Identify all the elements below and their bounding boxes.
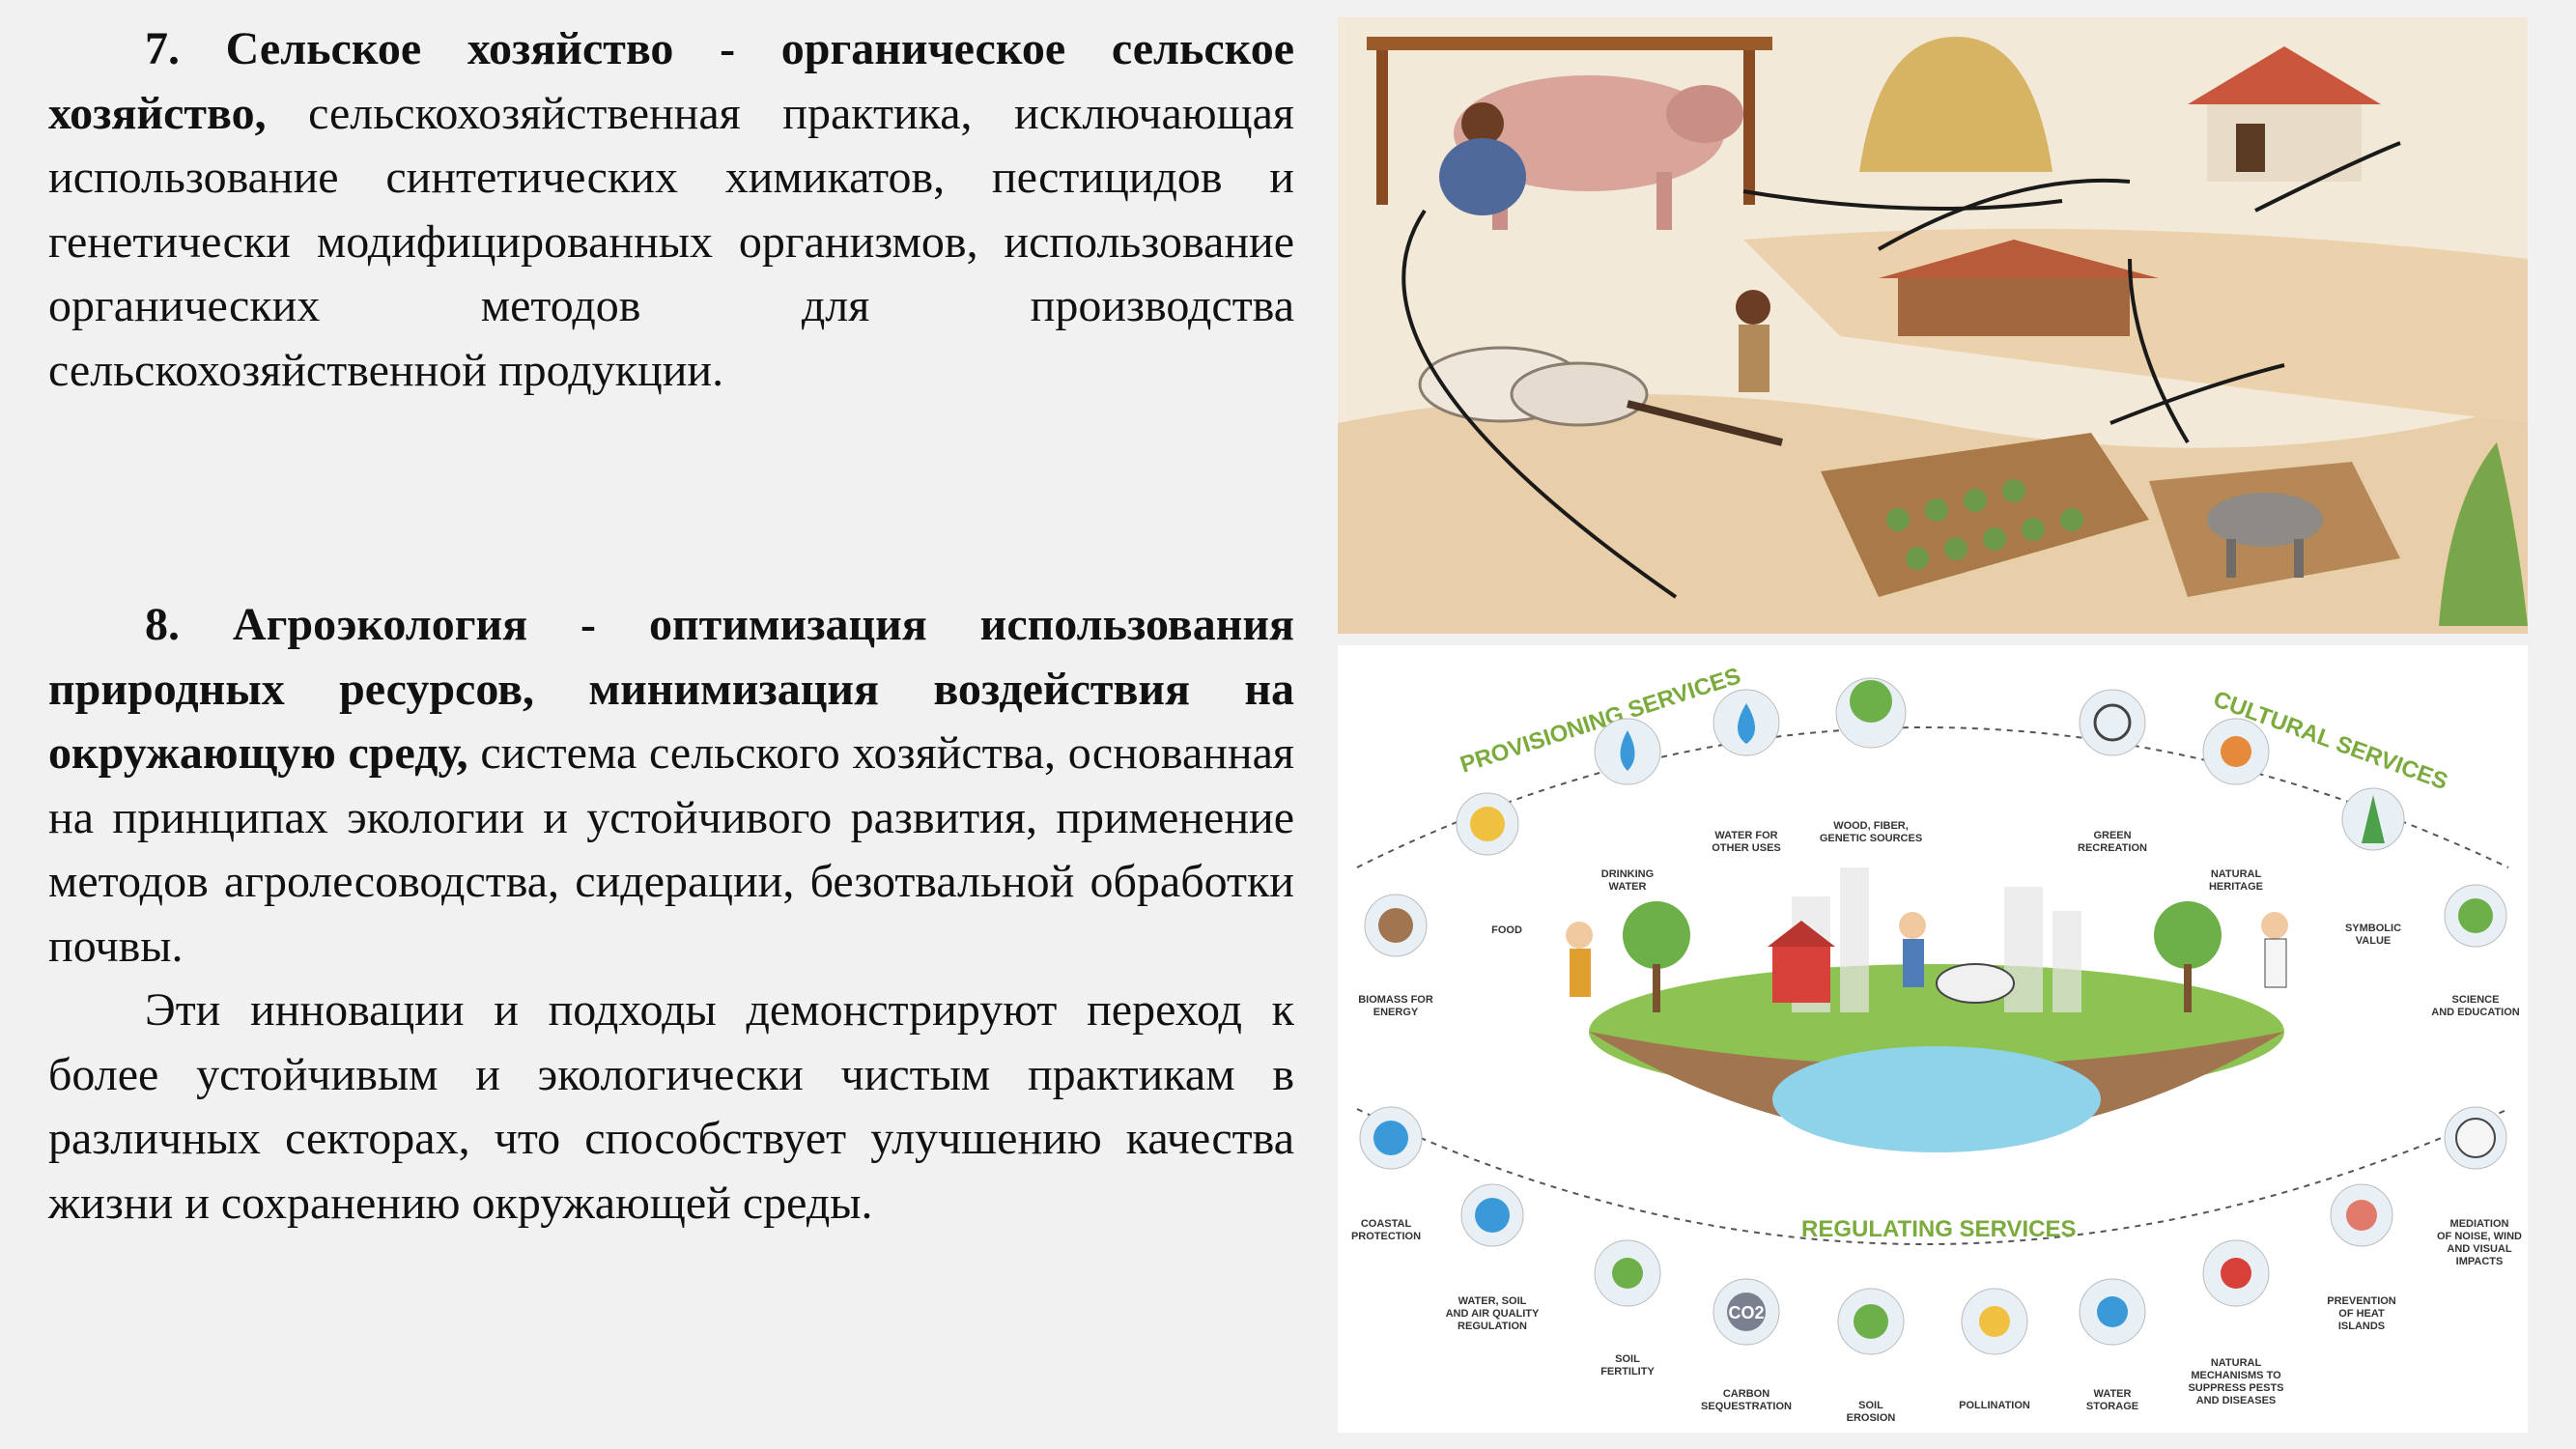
coastal-label-1: COASTAL [1361, 1218, 1412, 1230]
section-8-body: система сельского хозяйства, основанная … [48, 727, 1295, 972]
noise-label-4: IMPACTS [2456, 1256, 2504, 1267]
noise-label-3: AND VISUAL [2447, 1243, 2512, 1255]
natural-heritage-label-2: HERITAGE [2209, 881, 2263, 893]
science-label-2: AND EDUCATION [2431, 1007, 2520, 1018]
wsa-label-1: WATER, SOIL [1458, 1295, 1527, 1307]
natural-heritage-label-1: NATURAL [2211, 868, 2262, 880]
soil-erosion-label-2: EROSION [1847, 1412, 1896, 1424]
soil-fertility-label-2: FERTILITY [1600, 1366, 1655, 1378]
wsa-label-2: AND AIR QUALITY [1446, 1308, 1540, 1320]
coastal-label-2: PROTECTION [1351, 1231, 1421, 1242]
green-recreation-label-1: GREEN [2093, 830, 2131, 841]
green-recreation-label-2: RECREATION [2078, 842, 2147, 854]
section-7-heading: 7. Сельское хозяйство - органическое сел… [48, 23, 1294, 139]
pests-label-4: AND DISEASES [2196, 1395, 2277, 1406]
pests-label-3: SUPPRESS PESTS [2188, 1382, 2283, 1394]
section-8-paragraph: 8. Агроэкология - оптимизация использова… [48, 593, 1294, 979]
section-7-paragraph: 7. Сельское хозяйство - органическое сел… [48, 17, 1294, 403]
water-storage-label-1: WATER [2094, 1388, 2132, 1400]
heat-label-2: OF HEAT [2338, 1308, 2385, 1320]
symbolic-value-label-2: VALUE [2356, 935, 2391, 947]
water-other-label-2: OTHER USES [1712, 842, 1781, 854]
biomass-label-2: ENERGY [1373, 1007, 1419, 1018]
pests-label-2: MECHANISMS TO [2191, 1370, 2281, 1381]
water-storage-label-2: STORAGE [2086, 1401, 2138, 1412]
carbon-label-2: SEQUESTRATION [1701, 1401, 1792, 1412]
biomass-label-1: BIOMASS FOR [1358, 994, 1433, 1006]
regulating-services-label: REGULATING SERVICES [1801, 1216, 2076, 1242]
co2-icon: CO2 [1728, 1303, 1764, 1322]
section-7-body: сельскохозяйственная практика, исключающ… [48, 87, 1294, 396]
pests-label-1: NATURAL [2211, 1357, 2262, 1369]
conclusion-paragraph: Эти инновации и подходы демонстрируют пе… [48, 984, 1294, 1229]
text-column: 7. Сельское хозяйство - органическое сел… [48, 17, 1294, 1236]
food-label: FOOD [1491, 924, 1522, 936]
symbolic-value-label-1: SYMBOLIC [2345, 923, 2401, 934]
ecosystem-services-infographic: PROVISIONING SERVICES CULTURAL SERVICES … [1338, 645, 2528, 1433]
heat-label-1: PREVENTION [2327, 1295, 2396, 1307]
noise-label-1: MEDIATION [2450, 1218, 2509, 1230]
science-label-1: SCIENCE [2452, 994, 2500, 1006]
carbon-label-1: CARBON [1723, 1388, 1769, 1400]
organic-farming-illustration [1338, 17, 2528, 634]
wsa-label-3: REGULATION [1458, 1321, 1527, 1332]
drinking-water-label-1: DRINKING [1601, 868, 1654, 880]
soil-erosion-label-1: SOIL [1858, 1400, 1883, 1411]
noise-label-2: OF NOISE, WIND [2437, 1231, 2522, 1242]
water-other-label-1: WATER FOR [1714, 830, 1777, 841]
pollination-label: POLLINATION [1959, 1400, 2030, 1411]
wood-label-2: GENETIC SOURCES [1820, 833, 1922, 844]
drinking-water-label-2: WATER [1609, 881, 1647, 893]
section-8-heading: 8. Агроэкология - оптимизация использова… [48, 599, 1294, 779]
wood-label-1: WOOD, FIBER, [1833, 820, 1909, 832]
soil-fertility-label-1: SOIL [1615, 1353, 1640, 1365]
heat-label-3: ISLANDS [2338, 1321, 2385, 1332]
